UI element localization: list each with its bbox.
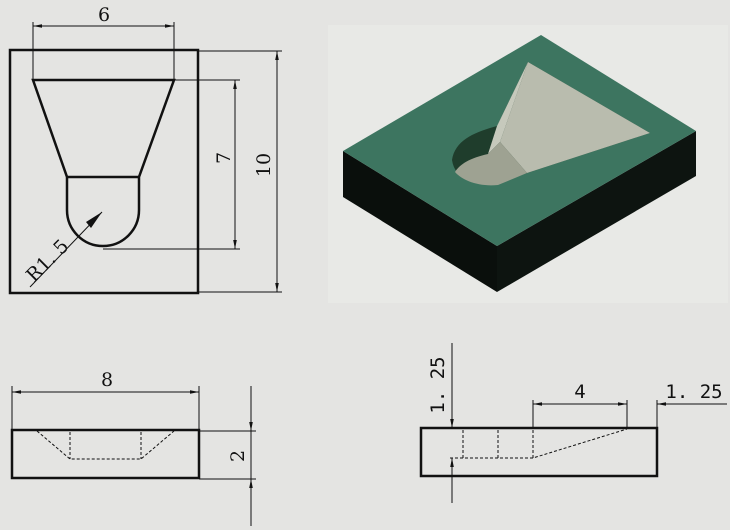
front-view: 8 2 (10, 369, 256, 526)
dim-side-depth-label: 1. 25 (427, 356, 449, 413)
hidden-pocket-side (450, 428, 628, 459)
iso-right-face (497, 131, 696, 292)
side-view-outline (419, 426, 659, 478)
top-view: 6 7 10 R1. 5 (8, 4, 282, 295)
hidden-pocket-front (36, 430, 175, 460)
iso-front-face (343, 151, 497, 292)
side-view: 1. 25 4 1. 25 (419, 343, 727, 503)
dim-width-label: 6 (98, 4, 110, 26)
pocket-floor (455, 142, 527, 186)
dim-side-offset-label: 1. 25 (665, 381, 722, 403)
dim-side-slope-label: 4 (574, 381, 585, 403)
front-view-outline (10, 428, 201, 480)
pocket-slope (500, 62, 650, 173)
iso-view (328, 25, 728, 303)
dim-length-label: 10 (253, 153, 275, 177)
pocket-outline (31, 78, 176, 248)
dim-radius-label: R1. 5 (22, 235, 73, 286)
dim-front-height-label: 2 (227, 450, 249, 462)
dim-front-length-label: 8 (101, 369, 113, 391)
top-view-outline (8, 48, 200, 295)
dim-depth-label: 7 (213, 152, 235, 164)
